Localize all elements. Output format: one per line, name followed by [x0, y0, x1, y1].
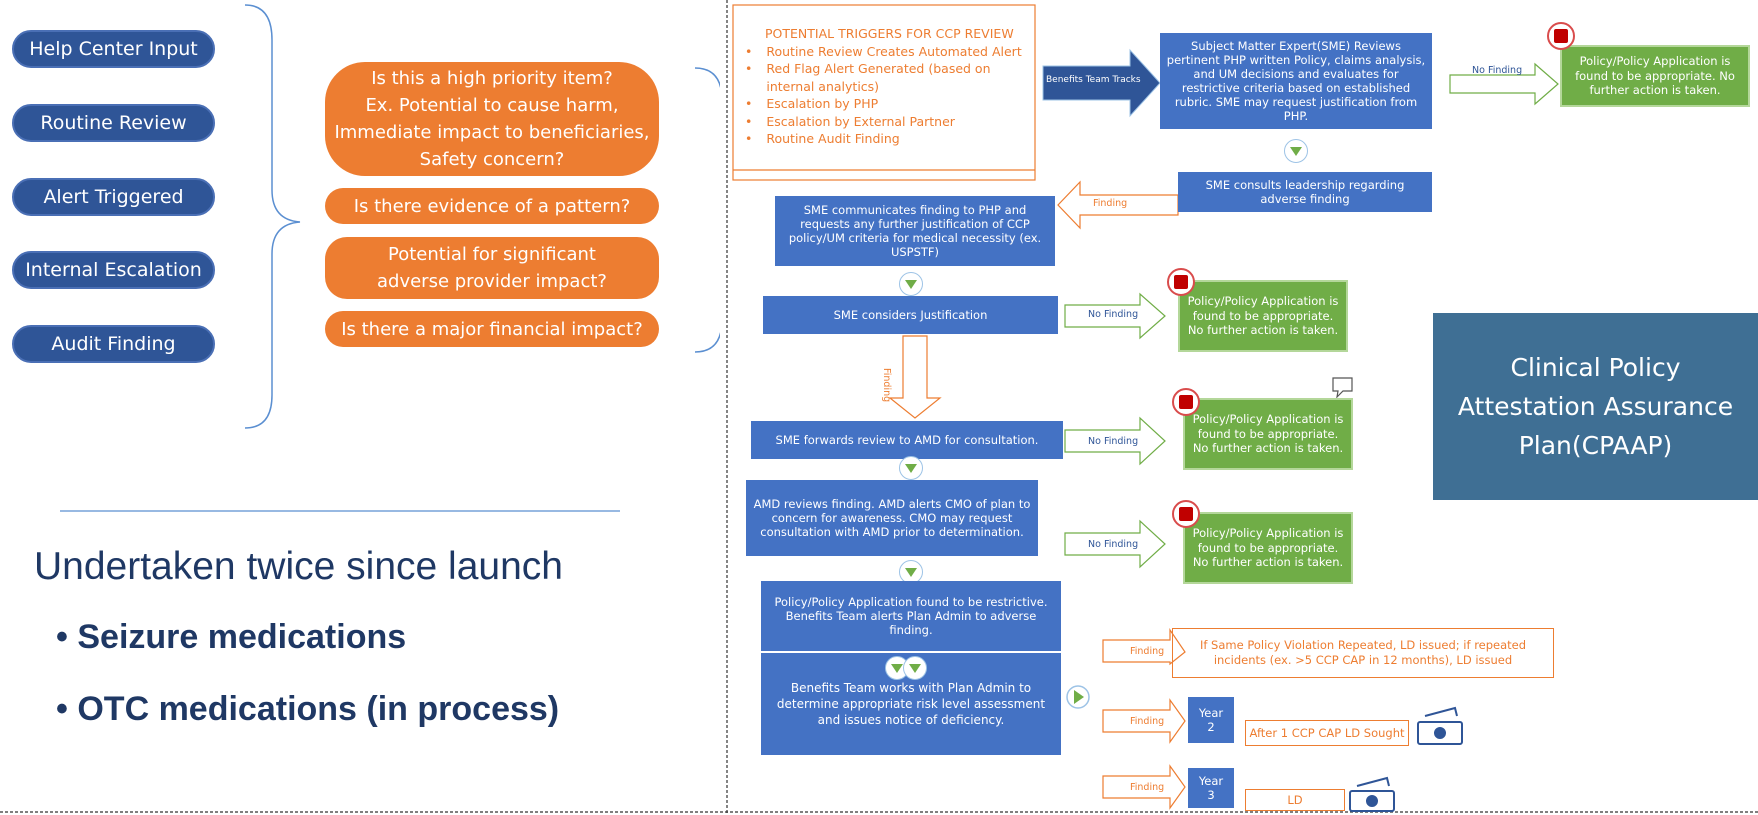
- trigger-item: • Routine Audit Finding: [745, 131, 900, 146]
- appropriate-box: Policy/Policy Application is found to be…: [1183, 512, 1353, 584]
- sme-communicates-box: SME communicates finding to PHP and requ…: [775, 196, 1055, 266]
- trigger-item: • Escalation by PHP: [745, 96, 879, 111]
- no-finding-label: No Finding: [1088, 436, 1139, 447]
- cpaap-title-box: Clinical Policy Attestation Assurance Pl…: [1433, 313, 1758, 500]
- question-provider-impact: Potential for significant adverse provid…: [325, 237, 659, 299]
- amd-reviews-box: AMD reviews finding. AMD alerts CMO of p…: [746, 480, 1038, 556]
- appropriate-box: Policy/Policy Application is found to be…: [1178, 280, 1348, 352]
- pill-alert-triggered: Alert Triggered: [12, 178, 215, 216]
- trigger-item: • Escalation by External Partner: [745, 113, 955, 129]
- restrictive-box: Policy/Policy Application found to be re…: [761, 581, 1061, 651]
- bullet-otc: • OTC medications (in process): [56, 690, 560, 728]
- bullet-seizure-text: Seizure medications: [77, 618, 407, 656]
- trigger-item-text: Red Flag Alert Generated (based on inter…: [766, 61, 991, 94]
- down-marker-icon: [899, 456, 923, 480]
- trigger-item-text: Routine Review Creates Automated Alert: [766, 43, 1022, 59]
- finding-label: Finding: [1130, 782, 1165, 793]
- no-finding-label: No Finding: [1088, 539, 1139, 550]
- appropriate-box: Policy/Policy Application is found to be…: [1183, 398, 1353, 470]
- stop-icon: [1172, 500, 1200, 528]
- finding-label: Finding: [1130, 646, 1165, 657]
- down-marker-icon: [1284, 139, 1308, 163]
- repeated-violation-box: If Same Policy Violation Repeated, LD is…: [1172, 628, 1554, 678]
- pill-help-center-input: Help Center Input: [12, 30, 215, 68]
- sme-forwards-box: SME forwards review to AMD for consultat…: [751, 421, 1063, 459]
- year2-box: Year 2: [1188, 697, 1234, 743]
- sme-considers-box: SME considers Justification: [763, 296, 1058, 334]
- year3-box: Year 3: [1188, 768, 1234, 808]
- no-finding-label: No Finding: [1088, 309, 1139, 320]
- sme-review-box: Subject Matter Expert(SME) Reviews perti…: [1160, 33, 1432, 129]
- stop-icon: [1172, 388, 1200, 416]
- after-one-box: After 1 CCP CAP LD Sought: [1245, 720, 1409, 746]
- finding-label: Finding: [1093, 198, 1128, 209]
- finding-label: Finding: [881, 368, 892, 403]
- left-connectors: [60, 4, 720, 512]
- triggers-box: POTENTIAL TRIGGERS FOR CCP REVIEW • Rout…: [745, 25, 1030, 148]
- no-finding-label: No Finding: [1472, 65, 1523, 76]
- stop-icon: [1547, 22, 1575, 50]
- finding-label: Finding: [1130, 716, 1165, 727]
- pill-audit-finding: Audit Finding: [12, 325, 215, 363]
- appropriate-box: Policy/Policy Application is found to be…: [1560, 45, 1750, 107]
- question-financial-impact: Is there a major financial impact?: [325, 311, 659, 347]
- down-marker-icon: [899, 272, 923, 296]
- benefits-track-label: Benefits Team Tracks: [1046, 75, 1141, 85]
- trigger-item: • Routine Review Creates Automated Alert: [745, 43, 1022, 59]
- trigger-item-text: Escalation by PHP: [766, 96, 879, 111]
- triggers-title: POTENTIAL TRIGGERS FOR CCP REVIEW: [765, 26, 1014, 41]
- down-marker-icon: [899, 560, 923, 584]
- question-pattern: Is there evidence of a pattern?: [325, 188, 659, 224]
- bullet-seizure: • Seizure medications: [56, 618, 407, 656]
- trigger-item-text: Routine Audit Finding: [766, 131, 900, 146]
- bullet-otc-text: OTC medications (in process): [77, 690, 560, 728]
- down-marker-icon: [903, 656, 927, 680]
- pill-routine-review: Routine Review: [12, 104, 215, 142]
- trigger-item: •Red Flag Alert Generated (based on inte…: [745, 60, 1030, 95]
- undertaken-heading: Undertaken twice since launch: [34, 545, 563, 588]
- sme-consults-box: SME consults leadership regarding advers…: [1178, 172, 1432, 212]
- stop-icon: [1167, 268, 1195, 296]
- question-high-priority: Is this a high priority item? Ex. Potent…: [325, 62, 659, 176]
- trigger-item-text: Escalation by External Partner: [766, 113, 955, 129]
- pill-internal-escalation: Internal Escalation: [12, 251, 215, 289]
- ld-box: LD: [1245, 789, 1345, 811]
